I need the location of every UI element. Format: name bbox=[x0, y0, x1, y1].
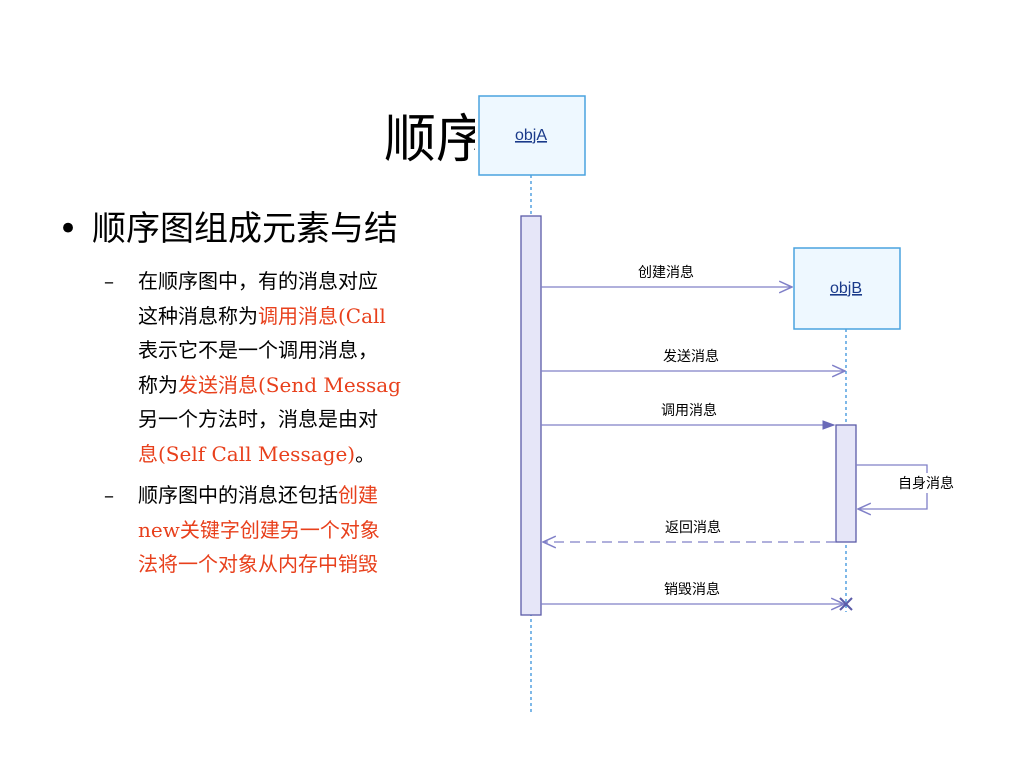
send-message-label: 发送消息 bbox=[663, 348, 719, 365]
sub-bullet-1: – 在顺序图中，有的消息对应 这种消息称为调用消息(Call 表示它不是一个调用… bbox=[104, 264, 401, 471]
send-message-term: 发送消息(Send Messag bbox=[178, 372, 401, 397]
sub1-line4-text: 称为 bbox=[138, 372, 178, 397]
bullet-dot-icon: • bbox=[58, 209, 79, 249]
call-message-term: 调用消息(Call bbox=[258, 303, 386, 328]
self-message-label-bg bbox=[891, 473, 961, 493]
bullet-text: 顺序图组成元素与结 bbox=[92, 209, 398, 249]
object-box-objA: objA bbox=[478, 95, 586, 176]
sub-bullet-2: – 顺序图中的消息还包括创建 new关键字创建另一个对象 法将一个对象从内存中销… bbox=[104, 478, 380, 582]
sub1-line6-text: 。 bbox=[355, 441, 376, 466]
self-message-label: 自身消息 bbox=[898, 475, 954, 492]
dash-icon: – bbox=[104, 483, 114, 507]
sub2-line3: 法将一个对象从内存中销毁 bbox=[138, 552, 378, 576]
object-box-objB: objB bbox=[793, 247, 901, 330]
diagram-background bbox=[475, 88, 975, 728]
dash-icon: – bbox=[104, 269, 114, 293]
activation-objA bbox=[520, 215, 542, 616]
sub1-line3: 表示它不是一个调用消息， bbox=[138, 338, 378, 362]
objB-label: objB bbox=[830, 280, 862, 297]
return-message-label: 返回消息 bbox=[665, 519, 721, 536]
self-call-message-term: 息(Self Call Message) bbox=[138, 441, 356, 466]
create-message-label: 创建消息 bbox=[638, 264, 694, 281]
create-message-term: 创建 bbox=[338, 483, 378, 507]
sub1-line2-text: 这种消息称为 bbox=[138, 303, 258, 328]
sub1-line4: 称为发送消息(Send Messag bbox=[104, 368, 401, 403]
sub2-line1-text: 顺序图中的消息还包括 bbox=[138, 483, 338, 507]
sub1-line6: 息(Self Call Message)。 bbox=[104, 437, 401, 472]
objA-label: objA bbox=[515, 127, 547, 144]
sub1-line5: 另一个方法时，消息是由对 bbox=[138, 407, 378, 431]
call-message-label: 调用消息 bbox=[661, 402, 717, 419]
sub1-line1: 在顺序图中，有的消息对应 bbox=[138, 269, 378, 293]
bullet-heading: • 顺序图组成元素与结 bbox=[58, 206, 398, 252]
destroy-message-label: 销毁消息 bbox=[664, 581, 720, 598]
sub1-line2: 这种消息称为调用消息(Call bbox=[104, 299, 401, 334]
activation-objB bbox=[835, 424, 857, 543]
sub2-line1: 顺序图中的消息还包括创建 bbox=[104, 478, 380, 513]
destroy-x-icon bbox=[839, 597, 853, 611]
sub2-line2: new关键字创建另一个对象 bbox=[138, 517, 380, 542]
